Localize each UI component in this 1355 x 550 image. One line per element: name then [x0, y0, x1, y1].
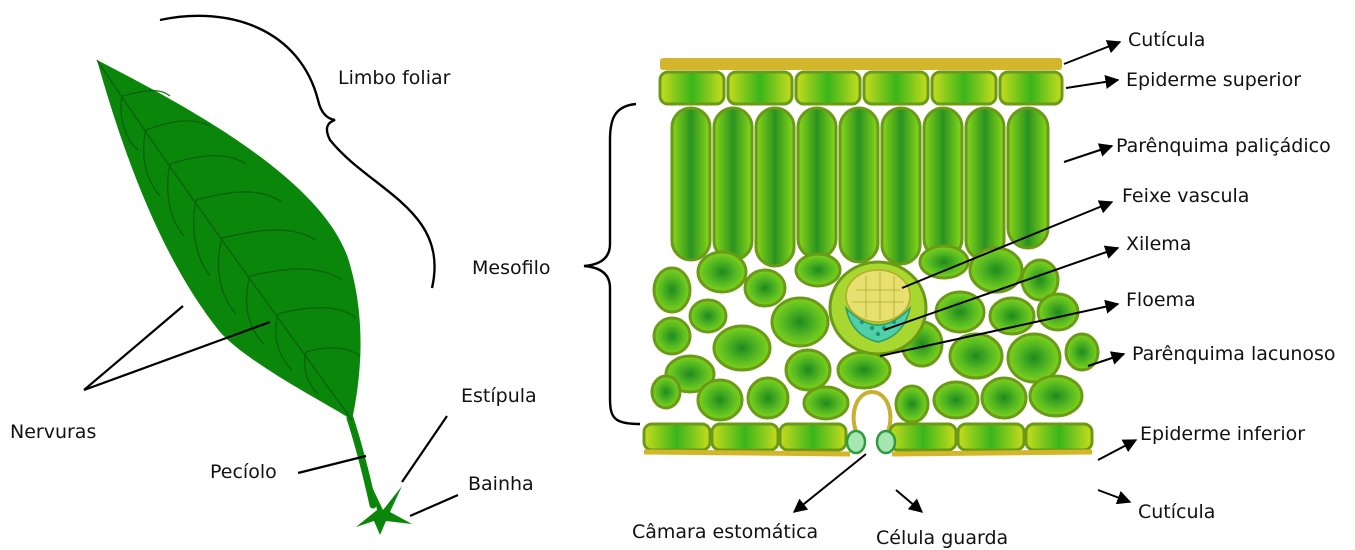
epiderme-superior-label: Epiderme superior: [1126, 69, 1301, 91]
lower-cuticle: [644, 452, 1092, 454]
vascular-bundle: [830, 262, 926, 354]
upper-epidermis: [660, 72, 1062, 104]
sheath-shape: [356, 486, 412, 535]
bainha-label: Bainha: [468, 473, 534, 495]
mesofilo-label: Mesofilo: [472, 257, 550, 279]
upper-cuticle: [660, 58, 1062, 70]
estipula-label: Estípula: [461, 385, 537, 407]
feixe-vascula-label: Feixe vascula: [1122, 185, 1249, 207]
cuticula-top-label: Cutícula: [1128, 29, 1205, 51]
mesofilo-brace: [584, 104, 640, 424]
peciolo-label: Pecíolo: [210, 461, 277, 483]
xylem-tissue: [846, 270, 910, 322]
palicadico-label: Parênquima paliçádico: [1116, 135, 1331, 157]
petiole-stem: [350, 418, 373, 505]
cuticula-bottom-label: Cutícula: [1138, 501, 1215, 523]
xilema-label: Xilema: [1126, 233, 1191, 255]
nervuras-label: Nervuras: [10, 421, 96, 443]
lacunoso-label: Parênquima lacunoso: [1132, 343, 1336, 365]
palisade-cells: [672, 108, 1048, 266]
limbo-foliar-label: Limbo foliar: [338, 67, 451, 89]
epiderme-inferior-label: Epiderme inferior: [1140, 423, 1305, 445]
camara-estomatica-label: Câmara estomática: [632, 521, 818, 543]
floema-label: Floema: [1126, 289, 1196, 311]
celula-guarda-label: Célula guarda: [876, 527, 1008, 549]
leaf-blade: [97, 60, 361, 420]
leaf-cross-section: [644, 58, 1098, 454]
stomatal-chamber: [854, 392, 891, 436]
